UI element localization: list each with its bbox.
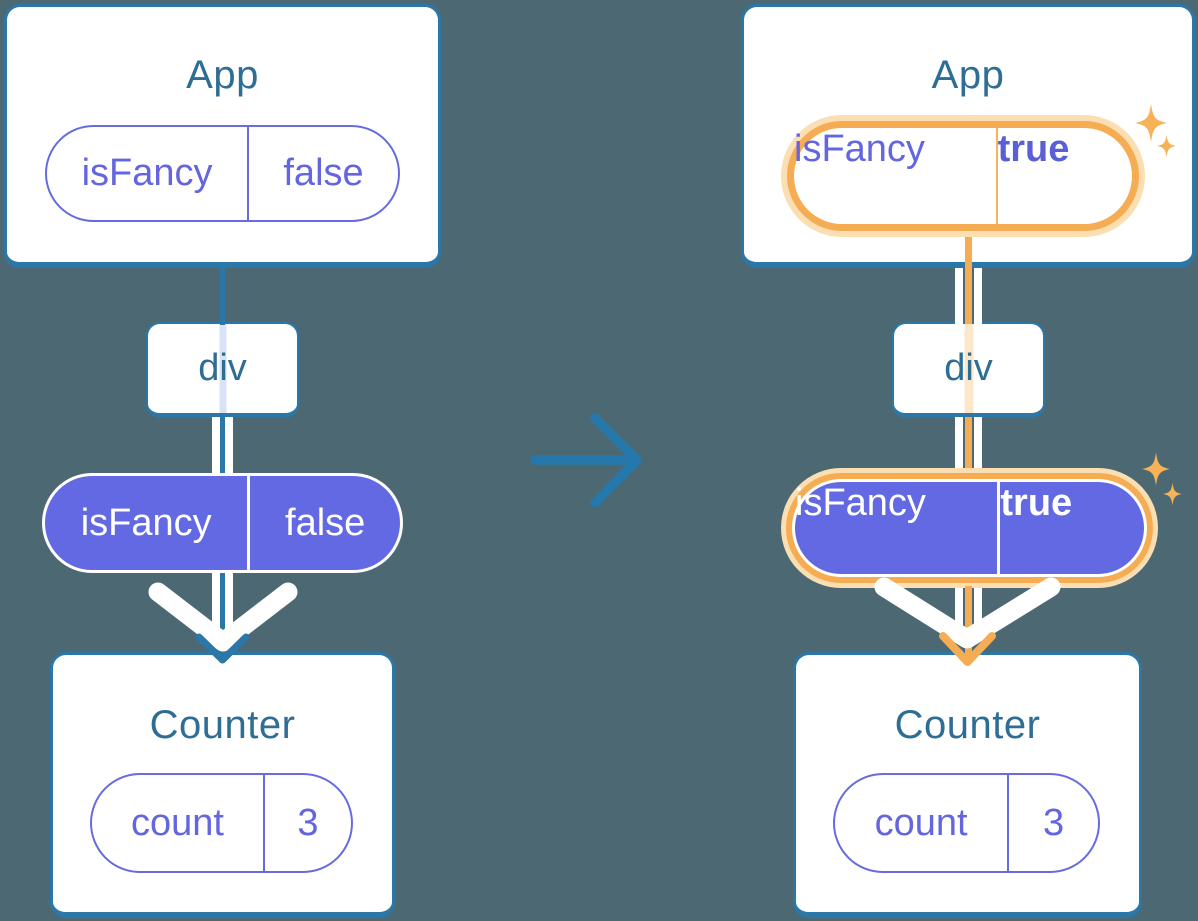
edge-app-to-div (220, 265, 225, 325)
element-label: div (198, 347, 247, 389)
edge-arrowhead-orange (939, 632, 996, 666)
prop-flow-line (973, 268, 982, 324)
counter-state-pill-after: count 3 (833, 773, 1100, 873)
component-title: App (186, 53, 259, 97)
prop-flow-line (954, 268, 963, 324)
element-label: div (944, 347, 993, 389)
prop-flow-line-highlight (964, 586, 972, 656)
prop-value: true (997, 482, 1144, 574)
prop-name: isFancy (80, 501, 212, 544)
edge-div-to-counter (220, 417, 225, 475)
prop-value: false (247, 127, 398, 220)
prop-flow-line (211, 417, 220, 475)
transition-arrow-icon (530, 413, 642, 508)
component-title: Counter (149, 703, 296, 747)
highlight-ring: isFancy true (786, 473, 1153, 583)
div-card-after: div (892, 322, 1045, 418)
sparkle-icon (1163, 482, 1182, 506)
prop-flow-faded-line (964, 324, 973, 413)
component-title: Counter (894, 703, 1041, 747)
prop-flow-line (954, 586, 963, 636)
passed-prop-pill-after-highlighted: isFancy true (781, 468, 1158, 588)
passed-prop-pill-before: isFancy false (42, 473, 403, 573)
prop-flow-faded-line (219, 324, 226, 413)
state-value: 3 (1007, 775, 1098, 871)
app-prop-pill-after-highlighted: isFancy true (781, 115, 1145, 237)
component-title: App (931, 53, 1005, 97)
state-value: 3 (262, 775, 351, 871)
prop-flow-line (954, 417, 963, 471)
prop-name: isFancy (794, 128, 925, 170)
state-name: count (130, 801, 224, 844)
props-arrowhead-white (148, 582, 298, 652)
prop-name: isFancy (795, 482, 926, 524)
prop-name: isFancy (81, 152, 213, 194)
edge-div-to-counter (220, 571, 225, 657)
edge-arrowhead-blue (195, 633, 250, 664)
prop-flow-line (973, 586, 982, 636)
sparkle-icon (1135, 103, 1167, 143)
prop-flow-line (973, 417, 982, 471)
state-name: count (874, 801, 968, 844)
counter-state-pill-before: count 3 (90, 773, 353, 873)
prop-flow-line (225, 571, 233, 635)
prop-flow-line (225, 417, 233, 475)
sparkle-icon (1142, 452, 1170, 486)
sparkle-icon (1157, 134, 1176, 158)
prop-value: false (247, 476, 400, 570)
highlight-ring: isFancy true (787, 121, 1139, 231)
prop-flow-line-highlight (964, 236, 972, 324)
prop-flow-line-highlight (964, 417, 972, 471)
div-card-before: div (146, 322, 299, 418)
app-prop-pill-before: isFancy false (45, 125, 400, 222)
prop-value: true (995, 128, 1132, 224)
prop-flow-line (211, 571, 220, 635)
props-arrowhead-white (874, 577, 1061, 649)
